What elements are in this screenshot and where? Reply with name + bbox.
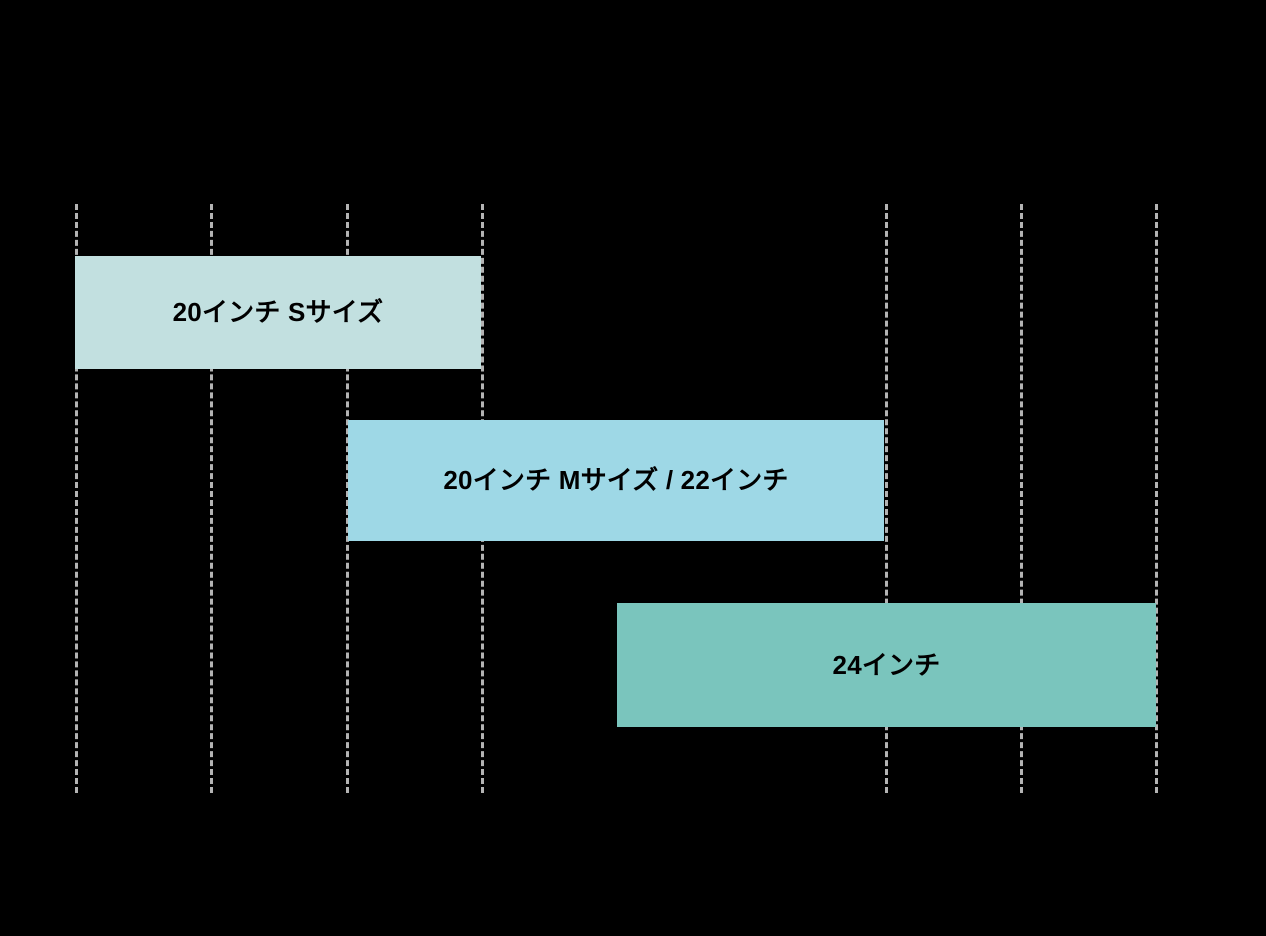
range-bar-20inch-m-22inch[interactable]: 20インチ Mサイズ / 22インチ bbox=[348, 420, 884, 541]
range-bar-20inch-s[interactable]: 20インチ Sサイズ bbox=[75, 256, 481, 369]
bar-label: 20インチ Mサイズ / 22インチ bbox=[443, 465, 789, 496]
bar-label: 20インチ Sサイズ bbox=[172, 297, 384, 328]
range-bar-24inch[interactable]: 24インチ bbox=[617, 603, 1156, 727]
bar-label: 24インチ bbox=[832, 649, 941, 680]
